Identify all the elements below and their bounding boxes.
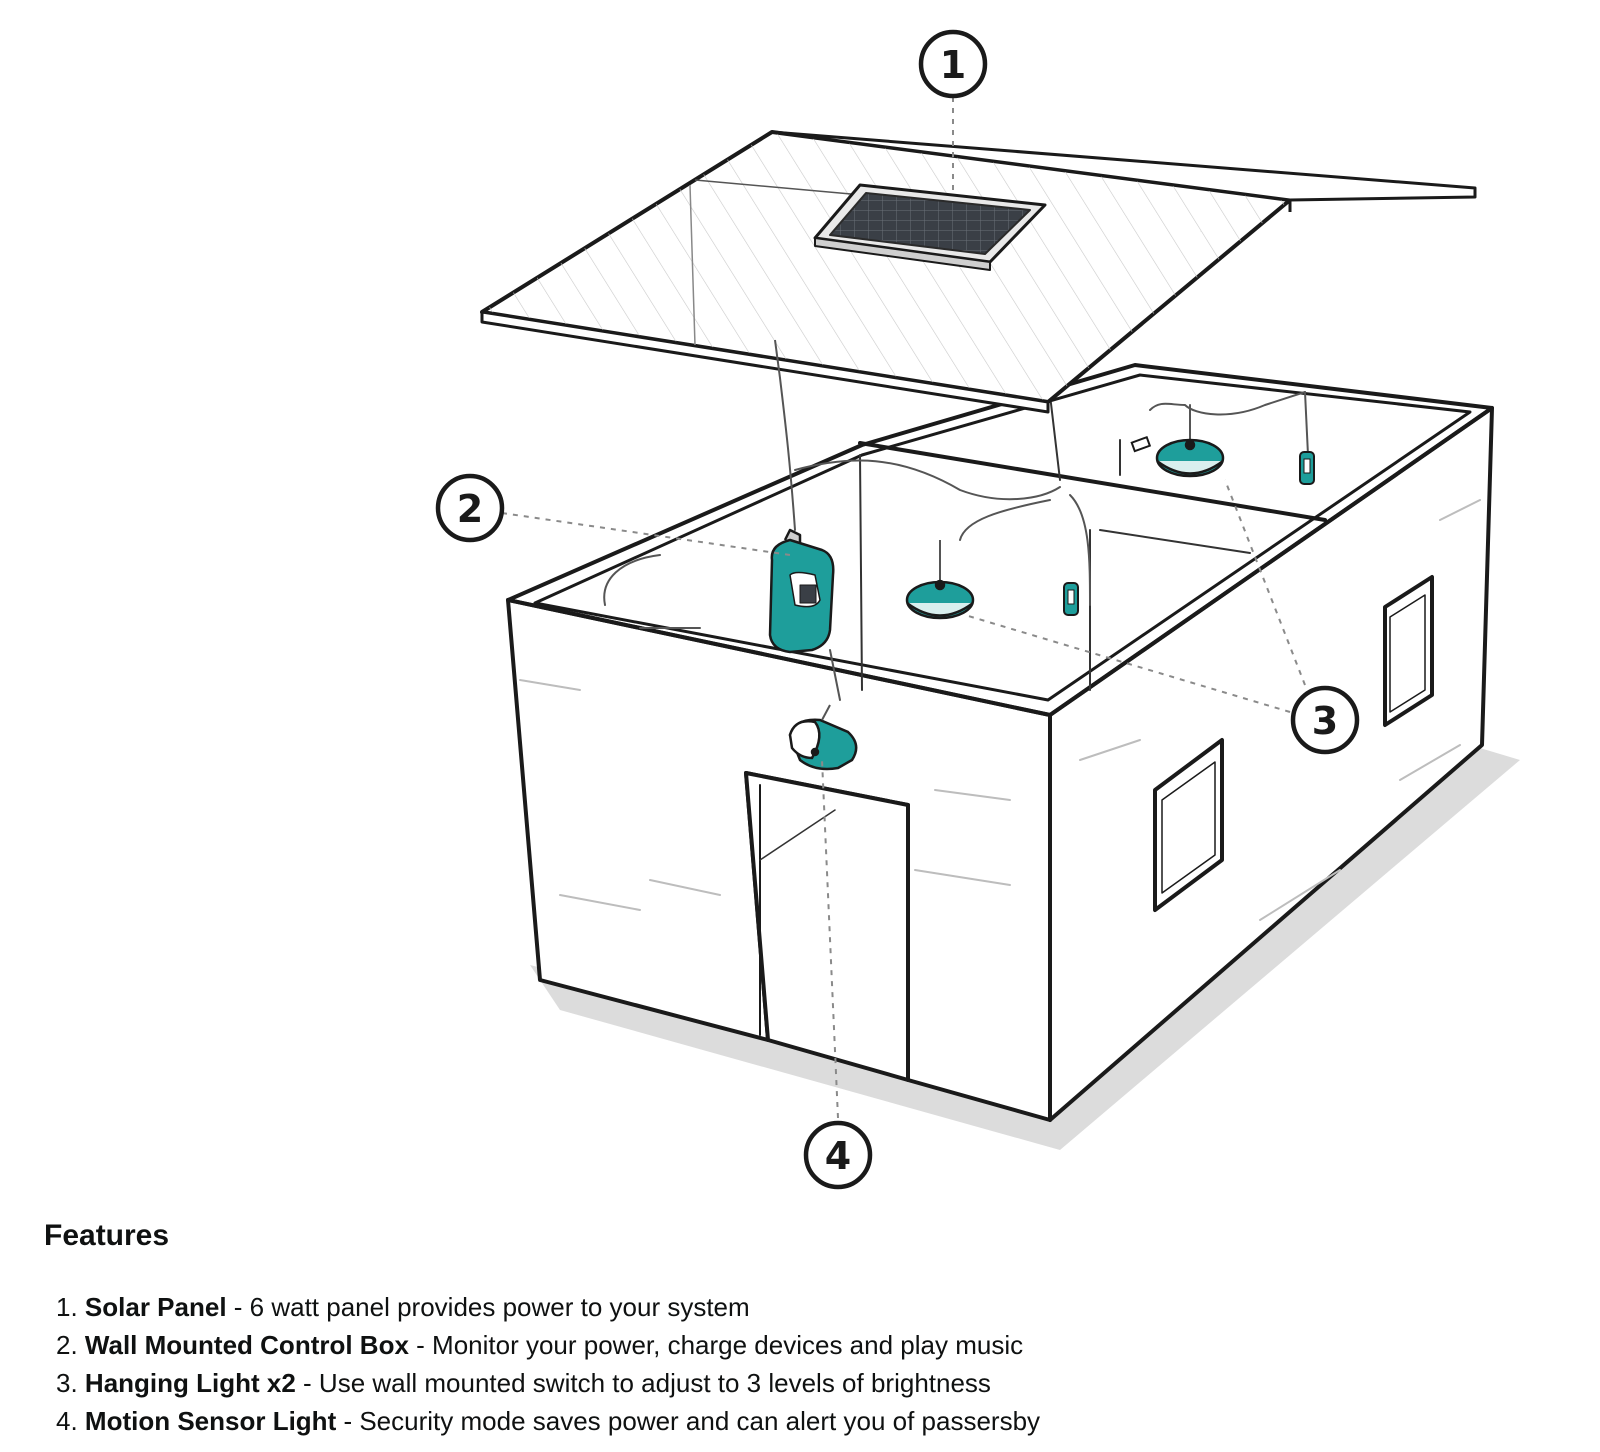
- feature-name: Solar Panel: [84, 1292, 227, 1322]
- feature-separator: -: [336, 1406, 360, 1436]
- feature-separator: -: [408, 1330, 433, 1360]
- roof-overhang: [770, 130, 1477, 202]
- feature-name: Wall Mounted Control Box: [84, 1330, 409, 1360]
- feature-name: Hanging Light x2: [84, 1368, 296, 1398]
- callout-leaders: [501, 97, 1306, 1119]
- feature-item-solar-panel: 1. Solar Panel - 6 watt panel provides p…: [54, 1288, 1544, 1326]
- feature-description: Security mode saves power and can alert …: [359, 1406, 1041, 1436]
- window-upper: [1383, 575, 1434, 727]
- house: [506, 363, 1494, 1122]
- wall-top-rim: [506, 363, 1494, 717]
- switch-right: [1299, 451, 1315, 485]
- callout-2-number: 2: [457, 487, 483, 531]
- callout-3: 3: [1290, 685, 1360, 755]
- callout-2: 2: [435, 473, 505, 543]
- feature-number: 2.: [56, 1330, 78, 1360]
- feature-item-control-box: 2. Wall Mounted Control Box - Monitor yo…: [54, 1326, 1544, 1364]
- callout-3-number: 3: [1312, 699, 1338, 743]
- house-illustration: 1 2 3 4: [435, 29, 1520, 1190]
- hanging-light-right: [1155, 438, 1225, 478]
- feature-item-motion-sensor-light: 4. Motion Sensor Light - Security mode s…: [54, 1402, 1544, 1440]
- callout-1-number: 1: [940, 43, 966, 87]
- motion-sensor-light: [788, 704, 858, 771]
- solar-panel: [813, 183, 1047, 271]
- feature-description: Monitor your power, charge devices and p…: [432, 1330, 1024, 1360]
- roof-edge: [480, 310, 1050, 414]
- callout-1: 1: [918, 29, 988, 99]
- feature-separator: -: [226, 1292, 250, 1322]
- window-lower: [1153, 738, 1224, 912]
- features-section: Features 1. Solar Panel - 6 watt panel p…: [44, 1218, 1544, 1440]
- feature-separator: -: [295, 1368, 319, 1398]
- interior-wall-1: [858, 441, 1327, 522]
- feature-item-hanging-light: 3. Hanging Light x2 - Use wall mounted s…: [54, 1364, 1544, 1402]
- features-list: 1. Solar Panel - 6 watt panel provides p…: [44, 1288, 1544, 1440]
- callout-4: 4: [803, 1120, 873, 1190]
- control-box: [768, 528, 835, 654]
- callout-4-number: 4: [825, 1134, 851, 1178]
- feature-description: Use wall mounted switch to adjust to 3 l…: [318, 1368, 991, 1398]
- switch-left: [1063, 582, 1079, 616]
- feature-number: 4.: [56, 1406, 78, 1436]
- feature-number: 3.: [56, 1368, 78, 1398]
- roof: [480, 130, 1477, 414]
- features-title: Features: [44, 1219, 170, 1252]
- feature-name: Motion Sensor Light: [84, 1406, 337, 1436]
- doorway: [744, 771, 910, 1082]
- hanging-light-left: [905, 540, 975, 620]
- feature-number: 1.: [56, 1292, 78, 1322]
- ground-shadow: [530, 745, 1520, 1150]
- feature-description: 6 watt panel provides power to your syst…: [249, 1292, 750, 1322]
